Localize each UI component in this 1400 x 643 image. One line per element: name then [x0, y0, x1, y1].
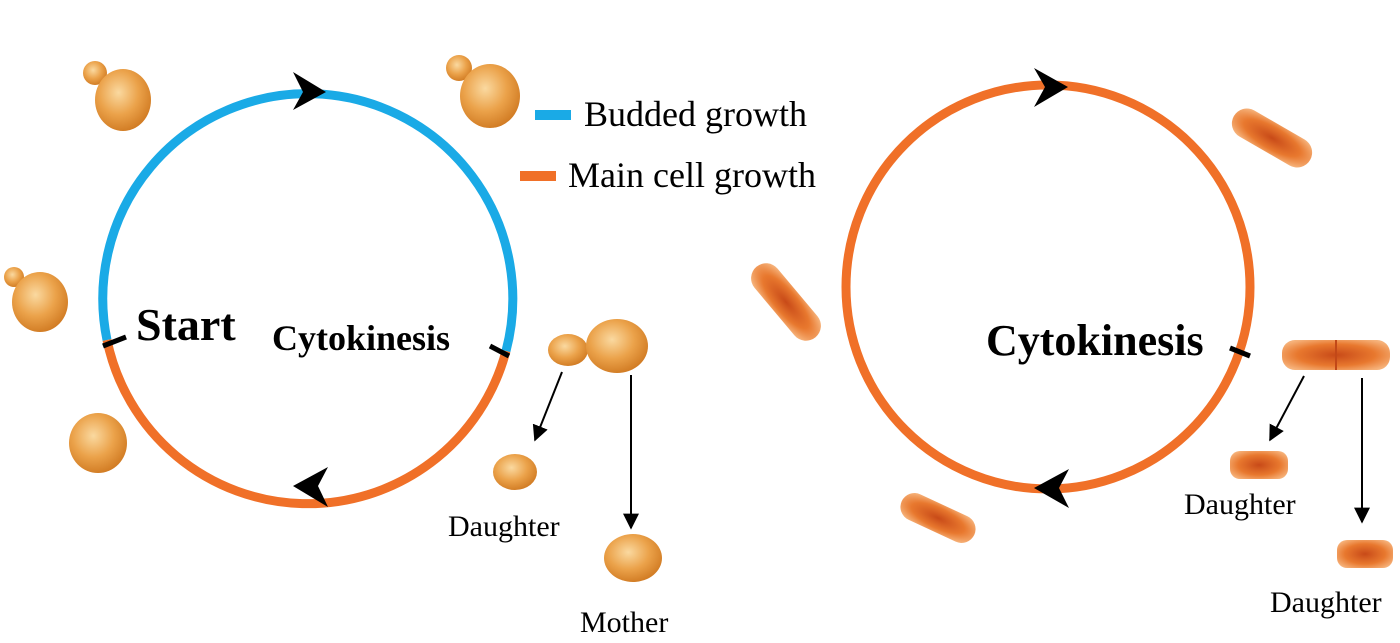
legend-label-budded: Budded growth — [584, 94, 807, 134]
daughter-arrow — [532, 371, 563, 442]
legend-swatch-main — [520, 171, 556, 181]
legend: Budded growth Main cell growth — [520, 94, 816, 195]
daughter-label: Daughter — [448, 510, 560, 543]
cytokinesis-label: Cytokinesis — [272, 318, 450, 358]
start-label: Start — [136, 299, 236, 350]
yeast-cell-icon — [69, 413, 127, 473]
yeast-cell-icon — [604, 534, 662, 582]
daughter-arrow — [1269, 375, 1305, 442]
rod-cell-icon — [751, 263, 821, 341]
yeast-cell-icon — [548, 319, 648, 373]
arrow-head-icon — [293, 467, 328, 507]
rod-cell-icon — [1231, 108, 1313, 168]
main-cell-growth-circle — [841, 80, 1255, 494]
yeast-cell-icon — [446, 55, 520, 128]
cytokinesis-tick — [488, 343, 511, 359]
main-cell-growth-arc — [102, 339, 511, 509]
legend-swatch-budded — [535, 110, 571, 120]
arrow-head-icon — [1034, 469, 1069, 508]
budding-cycle: Start Cytokinesis — [4, 55, 668, 639]
rod-cell-icon — [1337, 540, 1393, 568]
rod-cell-icon — [900, 493, 976, 543]
fission-cycle: Cytokinesis Daughter Daughter — [751, 68, 1393, 619]
rod-cell-icon — [1282, 340, 1390, 370]
mother-label: Mother — [580, 606, 668, 639]
yeast-cell-icon — [83, 61, 151, 131]
daughter-label-2: Daughter — [1270, 586, 1382, 619]
start-tick — [102, 334, 127, 349]
cytokinesis-tick — [1229, 345, 1251, 359]
rod-cell-icon — [1230, 451, 1288, 479]
yeast-cell-icon — [493, 454, 537, 490]
arrow-head-icon — [1034, 68, 1068, 107]
legend-label-main: Main cell growth — [568, 155, 816, 195]
arrow-head-icon — [293, 72, 326, 110]
cytokinesis-label: Cytokinesis — [986, 316, 1204, 365]
yeast-cell-icon — [4, 267, 68, 332]
daughter-label-1: Daughter — [1184, 488, 1296, 521]
